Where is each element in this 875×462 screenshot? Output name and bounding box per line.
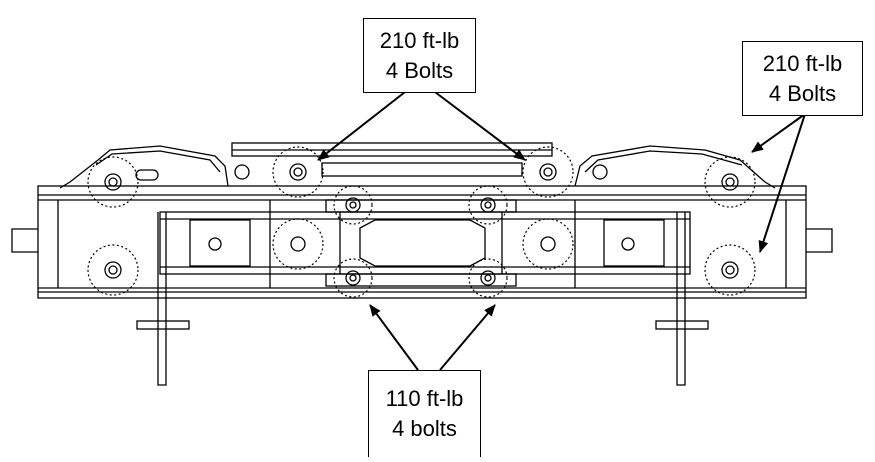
leg-left: [136, 212, 190, 386]
highlight-circle: [333, 185, 373, 225]
bolt-head: [592, 164, 608, 180]
bolt-head: [104, 173, 122, 191]
highlight-circle: [87, 156, 139, 208]
highlight-circle: [522, 218, 574, 270]
arrow-bottom-left: [369, 304, 419, 371]
callout-bolt-count: 4 Bolts: [385, 57, 454, 83]
callout-torque: 110 ft-lb: [385, 386, 464, 411]
cross-member: [159, 199, 691, 287]
highlight-circle: [87, 244, 139, 296]
highlight-circle: [333, 258, 373, 298]
arrow-top-right-lower: [758, 113, 806, 253]
end-tab-right: [806, 228, 833, 253]
bolts: [104, 163, 739, 286]
bolt-head: [480, 197, 496, 213]
bolt-head: [345, 270, 361, 286]
arrow-bottom-right: [439, 304, 496, 371]
bolt-head: [290, 236, 306, 252]
highlight-circle: [704, 156, 756, 208]
callout-torque: 210 ft-lb: [379, 27, 460, 53]
highlight-circle: [522, 146, 574, 198]
bolt-head: [345, 197, 361, 213]
bolt-highlights: [87, 146, 756, 298]
highlight-circle: [272, 218, 324, 270]
bolt-head: [208, 237, 222, 251]
main-frame: [37, 185, 807, 299]
callout-bolt-count: 4 bolts: [392, 416, 457, 441]
bolt-head: [721, 173, 739, 191]
bolt-head: [721, 261, 739, 279]
callout-top-center: 210 ft-lb 4 Bolts: [363, 18, 476, 93]
bolt-head: [540, 236, 556, 252]
bolt-head: [480, 270, 496, 286]
bolt-head: [104, 261, 122, 279]
leg-right: [655, 212, 709, 386]
callout-bottom-center: 110 ft-lb 4 bolts: [368, 370, 481, 457]
top-plate: [231, 142, 553, 177]
callout-torque: 210 ft-lb: [762, 50, 843, 76]
highlight-circle: [272, 146, 324, 198]
arrow-top-right-upper: [751, 113, 806, 153]
highlight-circle: [468, 258, 508, 298]
hinge-bracket-left: [59, 145, 229, 189]
hinge-bracket-right: [574, 145, 776, 189]
callout-top-right: 210 ft-lb 4 Bolts: [742, 41, 863, 116]
callout-bolt-count: 4 Bolts: [768, 80, 837, 106]
leader-arrows: [317, 91, 806, 371]
bolt-head: [539, 163, 557, 181]
highlight-circle: [704, 244, 756, 296]
end-tab-left: [11, 228, 38, 253]
arrow-top-center-left: [317, 91, 406, 161]
arrow-top-center-right: [434, 91, 526, 161]
bolt-head: [234, 164, 250, 180]
bolt-head: [289, 163, 307, 181]
bolt-head: [621, 237, 635, 251]
highlight-circle: [468, 185, 508, 225]
